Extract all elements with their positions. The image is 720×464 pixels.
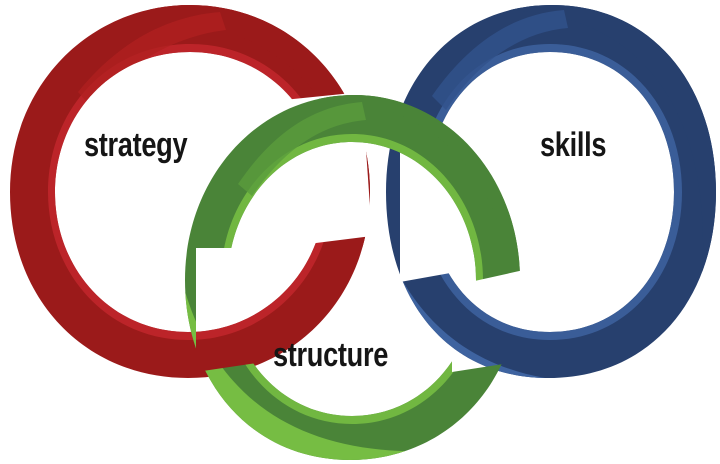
ring-label-structure: structure	[273, 336, 389, 374]
ring-label-skills: skills	[540, 126, 607, 164]
ring-label-strategy: strategy	[84, 126, 188, 164]
